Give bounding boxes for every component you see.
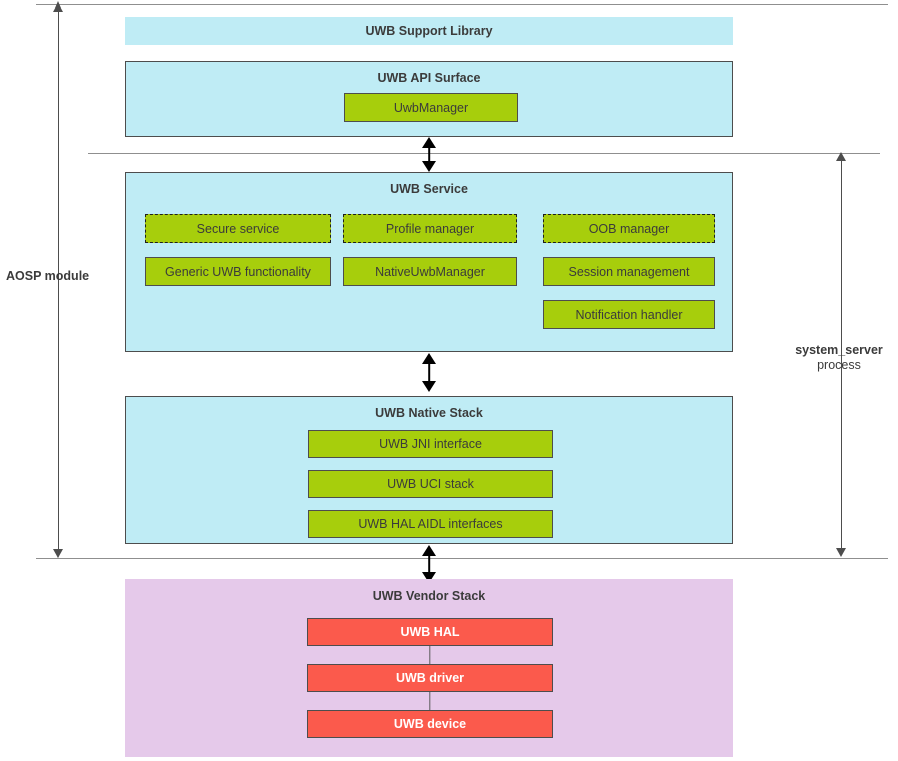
block-profile-manager[interactable]: Profile manager <box>343 214 517 243</box>
connector-arrowhead-down <box>422 572 436 583</box>
aosp-module-label-bold: AOSP module <box>6 269 90 283</box>
connector-arrowhead-up <box>422 353 436 364</box>
connector-api-to-service <box>415 137 443 172</box>
block-notification-handler[interactable]: Notification handler <box>543 300 715 329</box>
block-uwb-hal[interactable]: UWB HAL <box>307 618 553 646</box>
system-server-bracket-arrow-down <box>836 548 846 557</box>
block-session-management[interactable]: Session management <box>543 257 715 286</box>
block-uwb-hal-aidl-interfaces[interactable]: UWB HAL AIDL interfaces <box>308 510 553 538</box>
block-uwb-driver[interactable]: UWB driver <box>307 664 553 692</box>
block-uwb-manager[interactable]: UwbManager <box>344 93 518 122</box>
layer-api-surface: UWB API Surface UwbManager <box>125 61 733 137</box>
layer-support-library: UWB Support Library <box>125 17 733 45</box>
block-uwb-device[interactable]: UWB device <box>307 710 553 738</box>
block-oob-manager[interactable]: OOB manager <box>543 214 715 243</box>
top-boundary-rule <box>36 4 888 5</box>
connector-native-to-vendor <box>415 545 443 583</box>
api-service-boundary-rule <box>88 153 880 154</box>
layer-native-stack-title: UWB Native Stack <box>375 406 483 420</box>
layer-api-surface-title: UWB API Surface <box>377 71 481 85</box>
bottom-boundary-rule <box>36 558 888 559</box>
layer-vendor-stack: UWB Vendor Stack UWB HAL UWB driver UWB … <box>125 579 733 757</box>
layer-vendor-stack-title: UWB Vendor Stack <box>372 589 486 603</box>
system-server-label-bold: system_server <box>795 343 883 357</box>
layer-uwb-service-title: UWB Service <box>390 182 468 196</box>
left-rule-tick-top <box>55 1 61 8</box>
system-server-label: system_server process <box>780 343 898 373</box>
connector-service-to-native <box>415 353 443 392</box>
layer-native-stack: UWB Native Stack UWB JNI interface UWB U… <box>125 396 733 544</box>
system-server-bracket-arrow-up <box>836 152 846 161</box>
layer-support-library-title: UWB Support Library <box>365 24 493 38</box>
block-native-uwb-manager[interactable]: NativeUwbManager <box>343 257 517 286</box>
connector-arrowhead-down <box>422 161 436 172</box>
block-generic-uwb-functionality[interactable]: Generic UWB functionality <box>145 257 331 286</box>
connector-arrowhead-up <box>422 137 436 148</box>
connector-arrowhead-up <box>422 545 436 556</box>
block-secure-service[interactable]: Secure service <box>145 214 331 243</box>
layer-uwb-service: UWB Service Secure service Profile manag… <box>125 172 733 352</box>
connector-arrowhead-down <box>422 381 436 392</box>
block-uwb-uci-stack[interactable]: UWB UCI stack <box>308 470 553 498</box>
aosp-module-label: AOSP module <box>6 269 111 284</box>
system-server-label-regular: process <box>817 358 861 372</box>
left-rule-tick-bottom <box>55 551 61 558</box>
block-uwb-jni-interface[interactable]: UWB JNI interface <box>308 430 553 458</box>
